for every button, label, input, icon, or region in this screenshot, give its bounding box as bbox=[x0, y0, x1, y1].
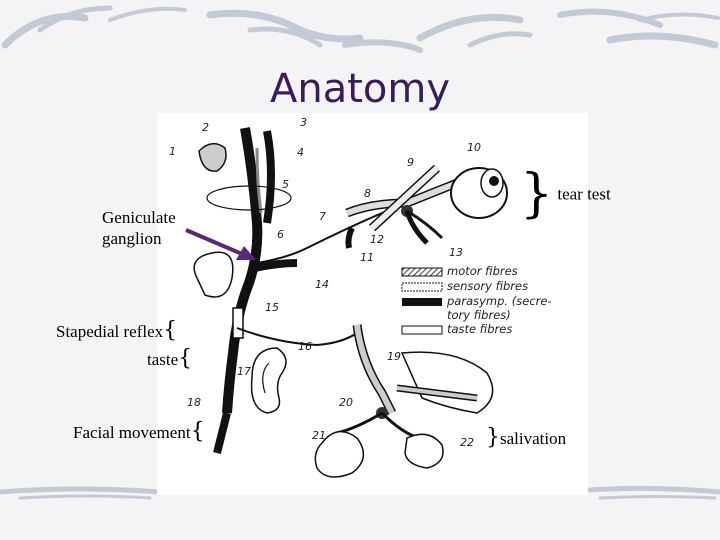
number-label: 1 bbox=[169, 145, 176, 158]
number-label: 19 bbox=[387, 350, 401, 363]
top-decoration bbox=[1, 5, 720, 53]
geniculate-line-2: ganglion bbox=[102, 229, 162, 248]
black-bar-icon bbox=[402, 298, 442, 306]
geniculate-label: Geniculate ganglion bbox=[102, 207, 176, 249]
salivation-annotation: }salivation bbox=[486, 427, 566, 449]
taste-annotation: taste{ bbox=[147, 348, 192, 370]
brace-icon: { bbox=[178, 346, 193, 371]
parasymp-branch bbox=[263, 130, 275, 224]
facial-movement-label: Facial movement bbox=[73, 423, 191, 442]
sublingual-gland bbox=[404, 433, 444, 469]
bottom-decoration bbox=[0, 485, 720, 500]
stapedial-label: Stapedial reflex bbox=[56, 322, 164, 341]
number-label: 3 bbox=[300, 116, 307, 129]
tear-test-annotation: } tear test bbox=[520, 168, 611, 220]
brace-icon: } bbox=[520, 164, 554, 224]
number-label: 9 bbox=[407, 156, 414, 169]
number-label: 17 bbox=[237, 365, 251, 378]
geniculate-arrow-icon bbox=[185, 228, 256, 260]
number-label: 2 bbox=[202, 121, 209, 134]
number-label: 10 bbox=[467, 141, 481, 154]
facial-nerve-figure: motor fibres sensory fibres parasymp. (s… bbox=[157, 113, 588, 495]
legend-text: motor fibres sensory fibres parasymp. (s… bbox=[446, 264, 552, 336]
number-label: 4 bbox=[297, 146, 304, 159]
legend-taste: taste fibres bbox=[447, 322, 512, 336]
legend-parasymp: parasymp. (secre- bbox=[446, 294, 552, 308]
number-label: 16 bbox=[298, 340, 312, 353]
salivation-label: salivation bbox=[500, 429, 567, 448]
number-label: 15 bbox=[265, 301, 279, 314]
stapedial-annotation: Stapedial reflex{ bbox=[56, 320, 177, 342]
brace-icon: { bbox=[190, 419, 205, 444]
number-label: 21 bbox=[312, 429, 326, 442]
brace-icon: { bbox=[163, 318, 178, 343]
number-label: 6 bbox=[277, 228, 284, 241]
number-label: 7 bbox=[319, 210, 326, 223]
number-label: 11 bbox=[360, 251, 374, 264]
middle-ear bbox=[193, 251, 234, 298]
number-label: 12 bbox=[370, 233, 384, 246]
submandibular-gland bbox=[314, 430, 365, 478]
legend-secretory: tory fibres) bbox=[447, 308, 511, 322]
taste-label: taste bbox=[147, 350, 179, 369]
slide-title: Anatomy bbox=[269, 66, 451, 112]
number-label: 5 bbox=[282, 178, 289, 191]
white-bar-icon bbox=[401, 325, 443, 335]
facial-movement-annotation: Facial movement{ bbox=[73, 421, 205, 443]
number-label: 14 bbox=[315, 278, 329, 291]
facial-nerve-diagram: motor fibres sensory fibres parasymp. (s… bbox=[169, 116, 552, 478]
number-label: 13 bbox=[449, 246, 463, 259]
legend-motor: motor fibres bbox=[447, 264, 518, 278]
legend-sensory: sensory fibres bbox=[447, 279, 528, 293]
number-label: 22 bbox=[460, 436, 474, 449]
hatched-bar-icon bbox=[401, 267, 443, 277]
number-label: 20 bbox=[339, 396, 353, 409]
tongue bbox=[400, 351, 494, 414]
dotted-bar-icon bbox=[401, 282, 443, 292]
tear-test-label: tear test bbox=[557, 184, 611, 204]
outer-ear bbox=[250, 347, 287, 414]
cranial-structure bbox=[198, 142, 227, 172]
number-label: 8 bbox=[364, 187, 371, 200]
brace-icon: } bbox=[486, 425, 500, 450]
geniculate-line-1: Geniculate bbox=[102, 208, 176, 227]
structure-numbers: 1 2 3 4 5 6 7 8 9 10 11 12 13 14 15 16 1… bbox=[169, 116, 481, 449]
number-label: 18 bbox=[187, 396, 201, 409]
